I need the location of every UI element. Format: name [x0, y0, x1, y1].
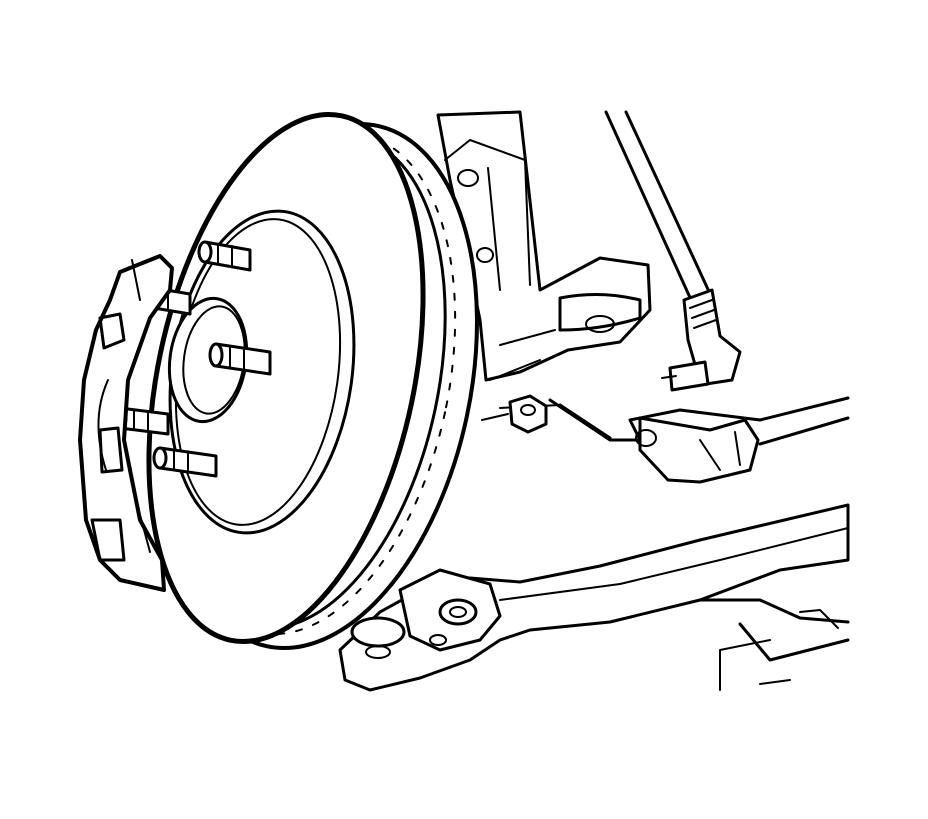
wheel-hub: [150, 199, 373, 545]
tie-rod-end: [662, 290, 740, 390]
tie-rod: [606, 112, 712, 302]
lower-control-arm: [340, 505, 848, 690]
nut: [482, 396, 546, 432]
brake-caliper: [80, 256, 172, 590]
stabilizer-link: [500, 398, 848, 482]
